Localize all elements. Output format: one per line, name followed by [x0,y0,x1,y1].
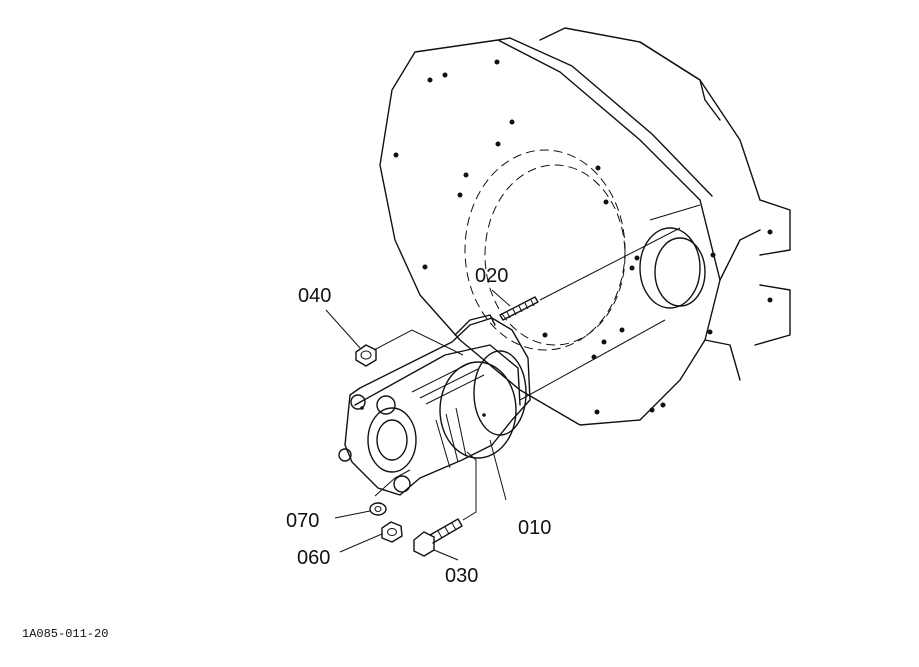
nut-040 [355,344,377,367]
label-part-020: 020 [475,265,508,287]
washer-070 [369,502,387,516]
label-part-010: 010 [518,517,551,539]
leader-lines [325,289,511,561]
flywheel-housing [379,27,791,426]
bolt-030 [413,518,463,557]
bolt-holes [393,59,773,415]
part-labels: 010 020 030 040 060 070 [286,265,551,587]
drawing-code: 1A085-011-20 [22,627,108,641]
assembly-lines [373,227,681,521]
label-part-060: 060 [297,547,330,569]
label-part-070: 070 [286,510,319,532]
starter-motor [338,314,531,496]
nut-060 [381,521,403,543]
stud-020 [499,296,539,321]
label-part-030: 030 [445,565,478,587]
label-part-040: 040 [298,285,331,307]
